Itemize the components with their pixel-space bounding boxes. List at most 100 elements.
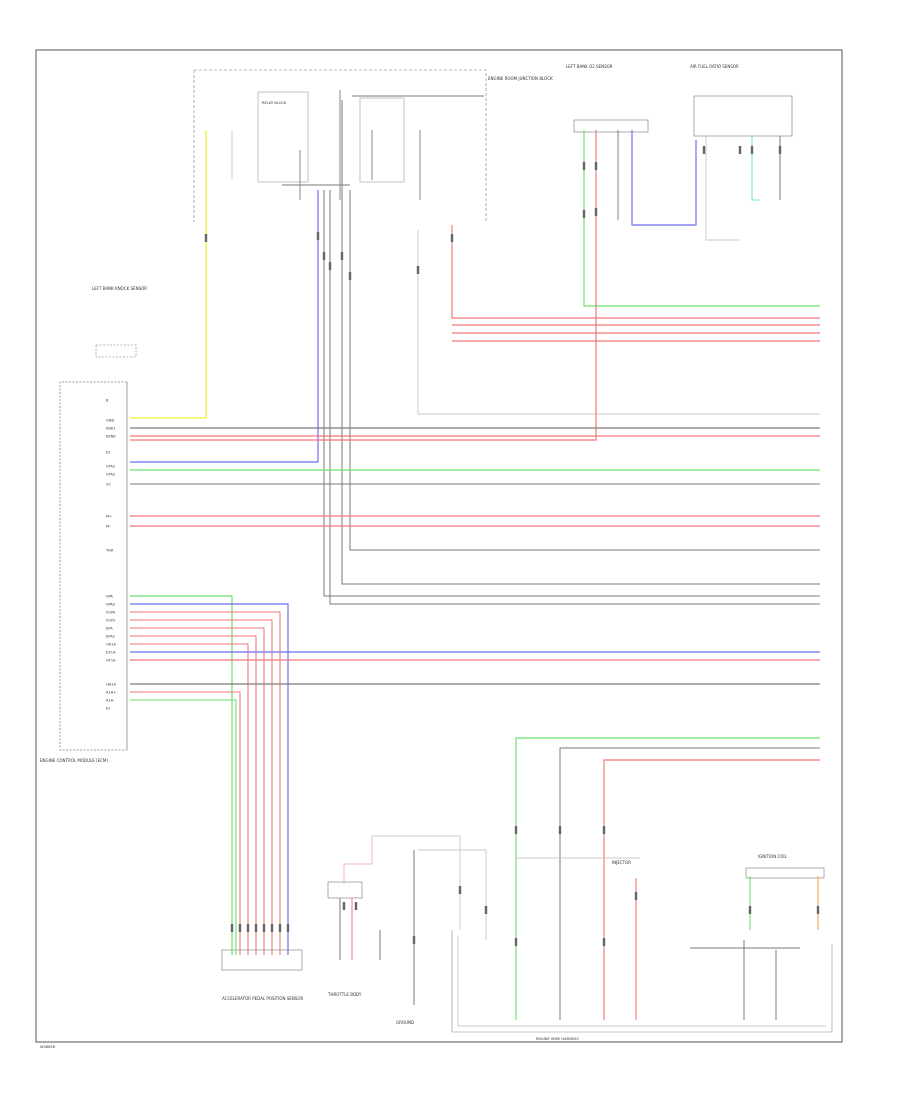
ecm-pin-label: THA [105,549,114,553]
connector-mark [778,146,782,154]
connector-mark [286,924,290,932]
connector-mark [328,262,332,270]
left-o2-sensor: LEFT BANK O2 SENSOR [566,64,649,133]
air-fuel-sensor: AIR FUEL RATIO SENSOR [690,64,793,137]
connector-mark [412,936,416,944]
ecm-pin-label: A1A- [106,699,115,703]
ecm-pin-label: GND [106,419,114,423]
connector-mark [514,826,518,834]
wire-gray-mm [329,190,820,605]
connector-mark [582,210,586,218]
ecm-label: ENGINE CONTROL MODULE (ECM) [40,758,108,763]
ecm-pin-label: EPA2 [106,635,115,639]
connector-mark [634,892,638,900]
wire-light-1 [417,230,820,415]
harness-label: ENGINE WIRE HARNESS [536,1037,579,1041]
ecm-pin-label: OX1A [106,643,116,647]
connector-mark [558,826,562,834]
connector-mark [738,146,742,154]
connector-mark [602,826,606,834]
connector-mark [594,162,598,170]
wire-blue-vpa2 [130,603,289,955]
wire-yellow-b [130,130,207,419]
ecm-pin-label: VCPA [106,611,116,615]
connector-mark [750,146,754,154]
connector-mark [238,924,242,932]
connector-mark [514,938,518,946]
wire-blue-af [631,130,697,226]
wire-red-epa [130,627,265,955]
ecm-pin-label: VPA [106,595,113,599]
wire-light-gnd [418,849,487,940]
connector-mark [450,234,454,242]
wire-blue-vta [130,190,319,463]
injector: INJECTOR [612,860,631,865]
ecm-pin-label: E1 [106,707,111,711]
knock-sensor-label: LEFT BANK KNOCK SENSOR [92,286,147,291]
ecm-pin-label: EX1A [106,651,116,655]
ecm-pin-label: M- [106,525,111,529]
ecm-pin-label: B [106,399,109,403]
page-code: W36856 [40,1045,56,1049]
connector-mark [702,146,706,154]
connector-mark [340,252,344,260]
relay-block-label: RELAY BLOCK [262,101,287,105]
injector-label: INJECTOR [612,860,631,865]
wire-pink-tb [343,836,373,884]
connector-mark [348,272,352,280]
connector-mark [342,902,346,910]
connector-mark [322,252,326,260]
connector-mark [748,906,752,914]
connector-mark [816,906,820,914]
wire-cyan-af [751,136,760,201]
ecm-pin-label: EPA [106,627,113,631]
connector-mark [602,938,606,946]
wire-light-af [705,136,740,241]
ignition-coil: IGNITION COIL [745,854,825,879]
connector-mark [246,924,250,932]
junction-block: ENGINE ROOM JUNCTION BLOCK RELAY BLOCK [193,69,553,222]
knock-sensor: LEFT BANK KNOCK SENSOR [92,286,147,358]
accel-pedal-label: ACCELERATOR PEDAL POSITION SENSOR [222,996,303,1001]
junction-block-label: ENGINE ROOM JUNCTION BLOCK [488,76,553,81]
wire-red-o2 [130,130,597,441]
wire-gray-mp [323,190,820,597]
wire-light-tb [372,835,461,930]
connector-mark [354,902,358,910]
air-fuel-label: AIR FUEL RATIO SENSOR [690,64,739,69]
ignition-coil-label: IGNITION COIL [758,854,788,859]
wire-red-epa2 [130,635,257,955]
ecm-pin-label: HA1A [106,683,116,687]
wire-red-ox [130,643,249,955]
wire-gray-inj [559,747,820,1020]
ecm-pin-label: VCP2 [106,619,115,623]
ecm-block: ENGINE CONTROL MODULE (ECM) [40,381,128,763]
wire-green-inj [515,737,820,1020]
wire-red-ht [130,691,241,955]
connector-mark [254,924,258,932]
connector-mark [484,906,488,914]
connector-mark [278,924,282,932]
connector-mark [262,924,266,932]
wire-green-ha [130,699,237,955]
ecm-pin-label: A1A+ [106,691,116,695]
connector-mark [316,232,320,240]
ecm-pin-label: VC [106,483,111,487]
wire-layer [130,90,820,1020]
wire-red-1 [451,225,820,319]
ecm-pin-label: EKNK [106,435,116,439]
connector-mark [270,924,274,932]
left-o2-label: LEFT BANK O2 SENSOR [566,64,613,69]
ecm-pin-label: VTA1 [106,465,115,469]
connector-mark [458,886,462,894]
connector-mark [230,924,234,932]
accel-pedal-sensor: ACCELERATOR PEDAL POSITION SENSOR [221,949,303,1001]
harness-box: ENGINE WIRE HARNESS [451,930,833,1041]
throttle-body: THROTTLE BODY [327,881,363,997]
wire-red-vcpa [130,611,281,955]
connector-mark [416,266,420,274]
ecm-pin-label: E2 [106,451,111,455]
ecm-pin-label: VTA2 [106,473,115,477]
wire-gray-tha [349,190,820,551]
